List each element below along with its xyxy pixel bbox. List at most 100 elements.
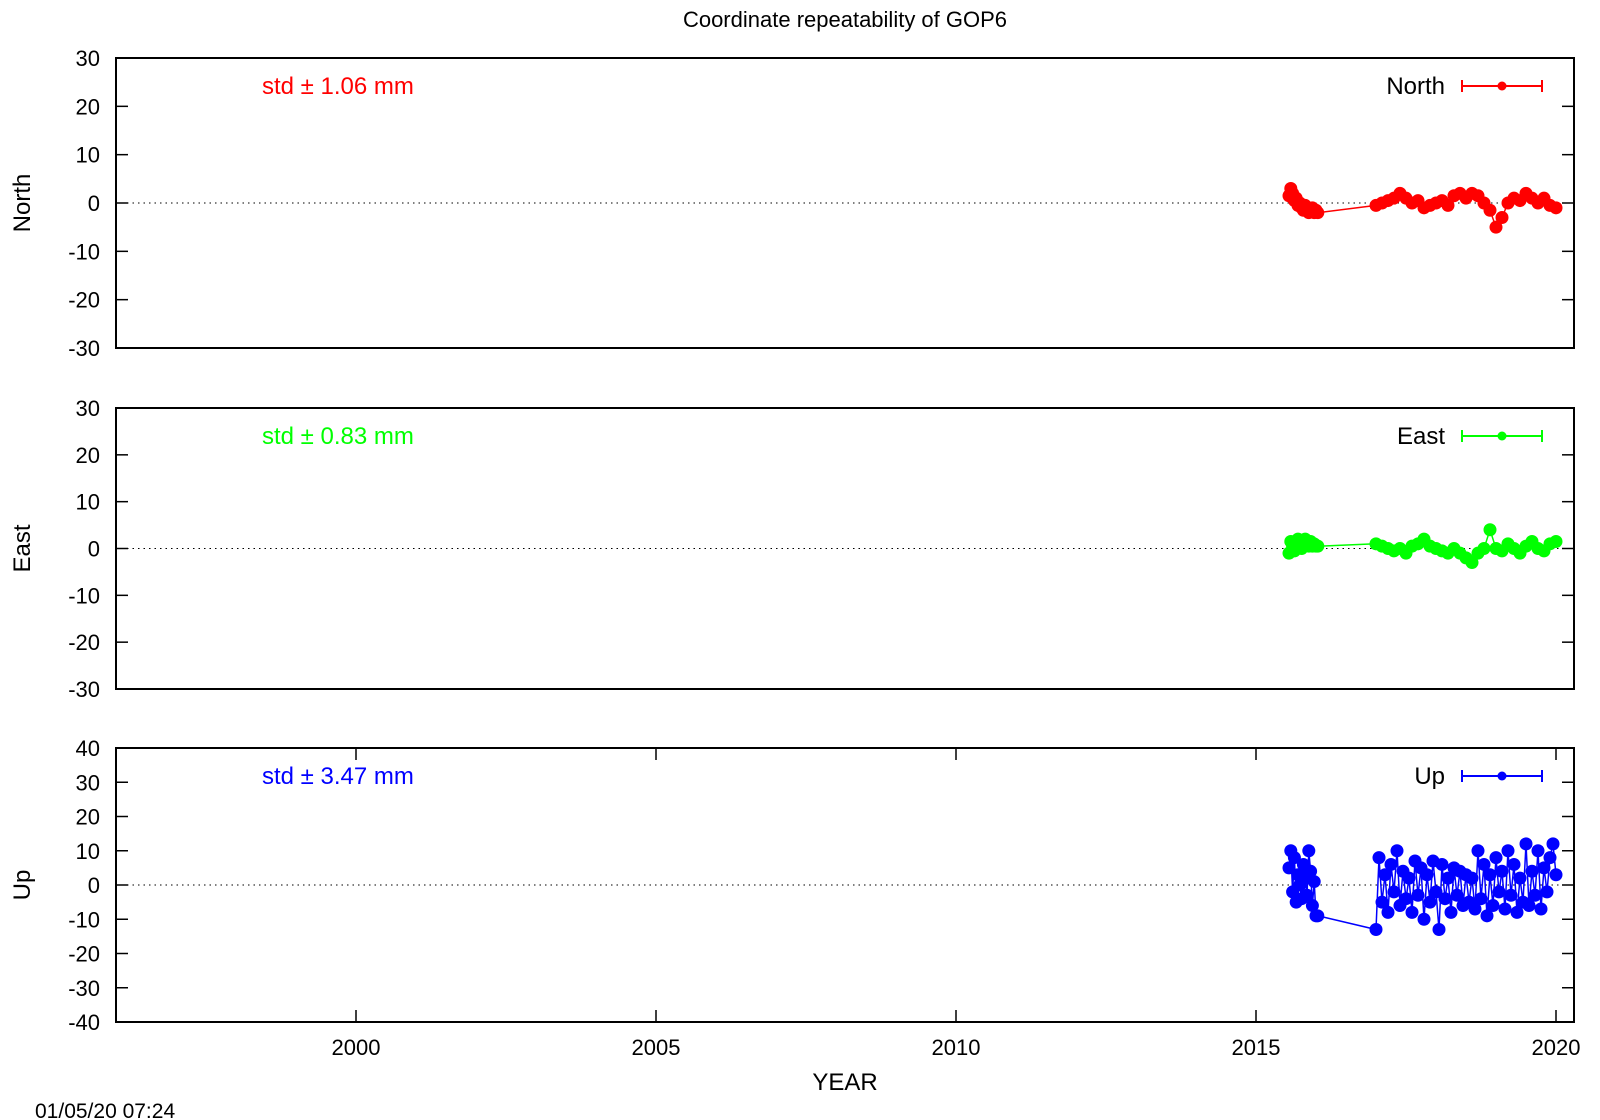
up-data-point xyxy=(1282,861,1296,875)
up-std-annotation: std ± 3.47 mm xyxy=(262,763,414,790)
up-data-point xyxy=(1438,892,1452,906)
up-data-point xyxy=(1495,864,1509,878)
east-y-tick-label: 0 xyxy=(88,537,100,562)
up-data-point xyxy=(1480,909,1494,923)
east-data-point xyxy=(1549,534,1563,548)
up-data-point xyxy=(1441,871,1455,885)
up-data-point xyxy=(1402,871,1416,885)
up-data-point xyxy=(1369,923,1383,937)
up-data-point xyxy=(1525,864,1539,878)
up-data-point xyxy=(1492,885,1506,899)
up-y-tick-label: 10 xyxy=(76,839,100,864)
north-y-tick-label: -10 xyxy=(68,239,100,264)
up-data-point xyxy=(1537,861,1551,875)
up-data-point xyxy=(1474,892,1488,906)
east-data-point xyxy=(1311,539,1325,553)
east-y-tick-label: 10 xyxy=(76,490,100,515)
up-data-point xyxy=(1399,892,1413,906)
up-y-tick-label: -10 xyxy=(68,907,100,932)
up-data-point xyxy=(1528,888,1542,902)
up-data-point xyxy=(1432,923,1446,937)
up-data-point xyxy=(1287,851,1301,865)
up-data-point xyxy=(1522,899,1536,913)
north-y-tick-label: 0 xyxy=(88,191,100,216)
east-legend-label: East xyxy=(1397,423,1445,450)
x-axis-label: YEAR xyxy=(812,1069,877,1096)
up-data-point xyxy=(1531,844,1545,858)
north-data-point xyxy=(1441,198,1455,212)
up-data-point xyxy=(1307,875,1321,889)
north-y-tick-label: 30 xyxy=(76,46,100,71)
up-data-point xyxy=(1423,895,1437,909)
up-data-point xyxy=(1543,851,1557,865)
up-data-point xyxy=(1513,871,1527,885)
up-data-point xyxy=(1471,844,1485,858)
up-data-point xyxy=(1468,902,1482,916)
east-legend-marker xyxy=(1497,431,1507,441)
up-data-point xyxy=(1435,857,1449,871)
east-legend-swatch xyxy=(1461,430,1543,442)
east-plot-frame xyxy=(115,407,1575,690)
north-data-point xyxy=(1311,206,1325,220)
up-data-point xyxy=(1372,851,1386,865)
up-y-tick-label: 30 xyxy=(76,770,100,795)
east-data-point xyxy=(1483,523,1497,537)
up-data-point xyxy=(1429,885,1443,899)
up-data-point xyxy=(1510,905,1524,919)
north-legend-swatch xyxy=(1461,80,1543,92)
north-y-tick-label: 10 xyxy=(76,143,100,168)
up-y-tick-label: -40 xyxy=(68,1010,100,1035)
up-data-point xyxy=(1390,844,1404,858)
up-legend-label: Up xyxy=(1414,763,1445,790)
north-data-point xyxy=(1483,203,1497,217)
up-data-point xyxy=(1504,888,1518,902)
up-data-point xyxy=(1311,909,1325,923)
north-data-point xyxy=(1495,211,1509,224)
up-data-point xyxy=(1498,902,1512,916)
up-data-point xyxy=(1387,885,1401,899)
up-data-point xyxy=(1304,864,1318,878)
north-y-tick-label: -20 xyxy=(68,288,100,313)
up-x-tick-label: 2005 xyxy=(632,1035,681,1060)
up-y-axis-label: Up xyxy=(9,870,36,901)
up-data-point xyxy=(1411,888,1425,902)
up-data-point xyxy=(1405,905,1419,919)
up-data-point xyxy=(1549,868,1563,882)
east-std-annotation: std ± 0.83 mm xyxy=(262,423,414,450)
east-y-tick-label: -10 xyxy=(68,583,100,608)
up-x-tick-label: 2020 xyxy=(1532,1035,1581,1060)
north-y-tick-label: 20 xyxy=(76,94,100,119)
up-data-point xyxy=(1378,868,1392,882)
north-legend-label: North xyxy=(1386,73,1445,100)
up-x-tick-label: 2015 xyxy=(1232,1035,1281,1060)
east-data-point xyxy=(1465,556,1479,570)
up-data-point xyxy=(1501,844,1515,858)
up-legend-swatch xyxy=(1461,770,1543,782)
east-y-tick-label: 30 xyxy=(76,396,100,421)
up-data-point xyxy=(1489,851,1503,865)
north-legend-marker xyxy=(1497,81,1507,91)
up-data-point xyxy=(1417,912,1431,926)
up-data-point xyxy=(1483,868,1497,882)
timestamp: 01/05/20 07:24 xyxy=(35,1100,175,1120)
up-data-point xyxy=(1305,899,1319,913)
up-data-point xyxy=(1420,868,1434,882)
north-plot-frame xyxy=(115,57,1575,349)
east-y-tick-label: -30 xyxy=(68,677,100,702)
east-y-tick-label: 20 xyxy=(76,443,100,468)
up-y-tick-label: 40 xyxy=(76,736,100,761)
up-data-point xyxy=(1465,871,1479,885)
up-y-tick-label: 0 xyxy=(88,873,100,898)
up-data-point xyxy=(1477,857,1491,871)
up-data-point xyxy=(1300,888,1314,902)
east-data-point xyxy=(1477,542,1491,555)
north-y-tick-label: -30 xyxy=(68,336,100,361)
up-data-point xyxy=(1381,905,1395,919)
up-data-point xyxy=(1540,885,1554,899)
up-x-tick-label: 2010 xyxy=(932,1035,981,1060)
up-data-point xyxy=(1546,837,1560,851)
north-data-point xyxy=(1549,201,1563,215)
